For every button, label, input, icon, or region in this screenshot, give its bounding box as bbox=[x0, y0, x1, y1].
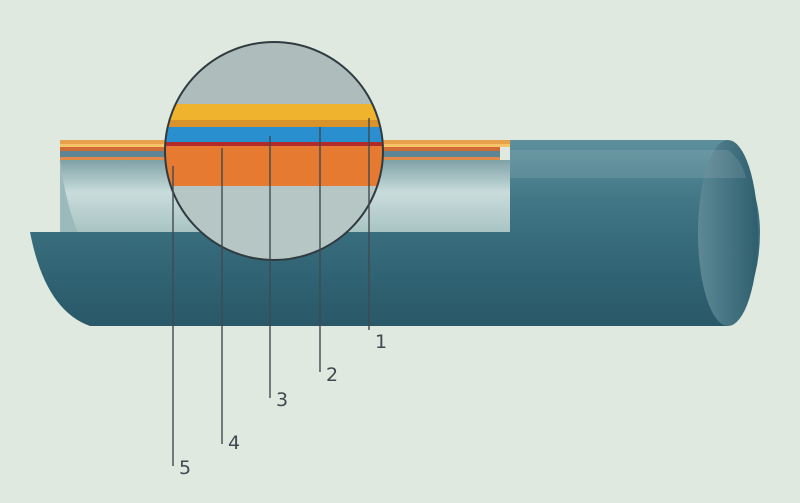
pipe-end-cap bbox=[698, 140, 758, 326]
callouts: 1 2 3 4 5 bbox=[172, 118, 387, 479]
layer-orange bbox=[165, 146, 383, 186]
callout-3: 3 bbox=[269, 136, 288, 411]
callout-1: 1 bbox=[368, 118, 387, 353]
layer-blue bbox=[165, 127, 383, 142]
callout-4: 4 bbox=[221, 148, 240, 454]
callout-label-4: 4 bbox=[228, 432, 240, 454]
callout-label-5: 5 bbox=[179, 457, 191, 479]
pipe-cut-face bbox=[30, 160, 78, 232]
pipe-highlight bbox=[510, 150, 746, 178]
callout-label-2: 2 bbox=[326, 364, 338, 386]
layer-yellow bbox=[165, 104, 383, 120]
layer-red bbox=[165, 142, 383, 146]
callout-5: 5 bbox=[172, 166, 191, 479]
callout-2: 2 bbox=[319, 127, 338, 386]
pipe-body bbox=[30, 140, 760, 326]
callout-label-3: 3 bbox=[276, 389, 288, 411]
callout-label-1: 1 bbox=[375, 331, 387, 353]
